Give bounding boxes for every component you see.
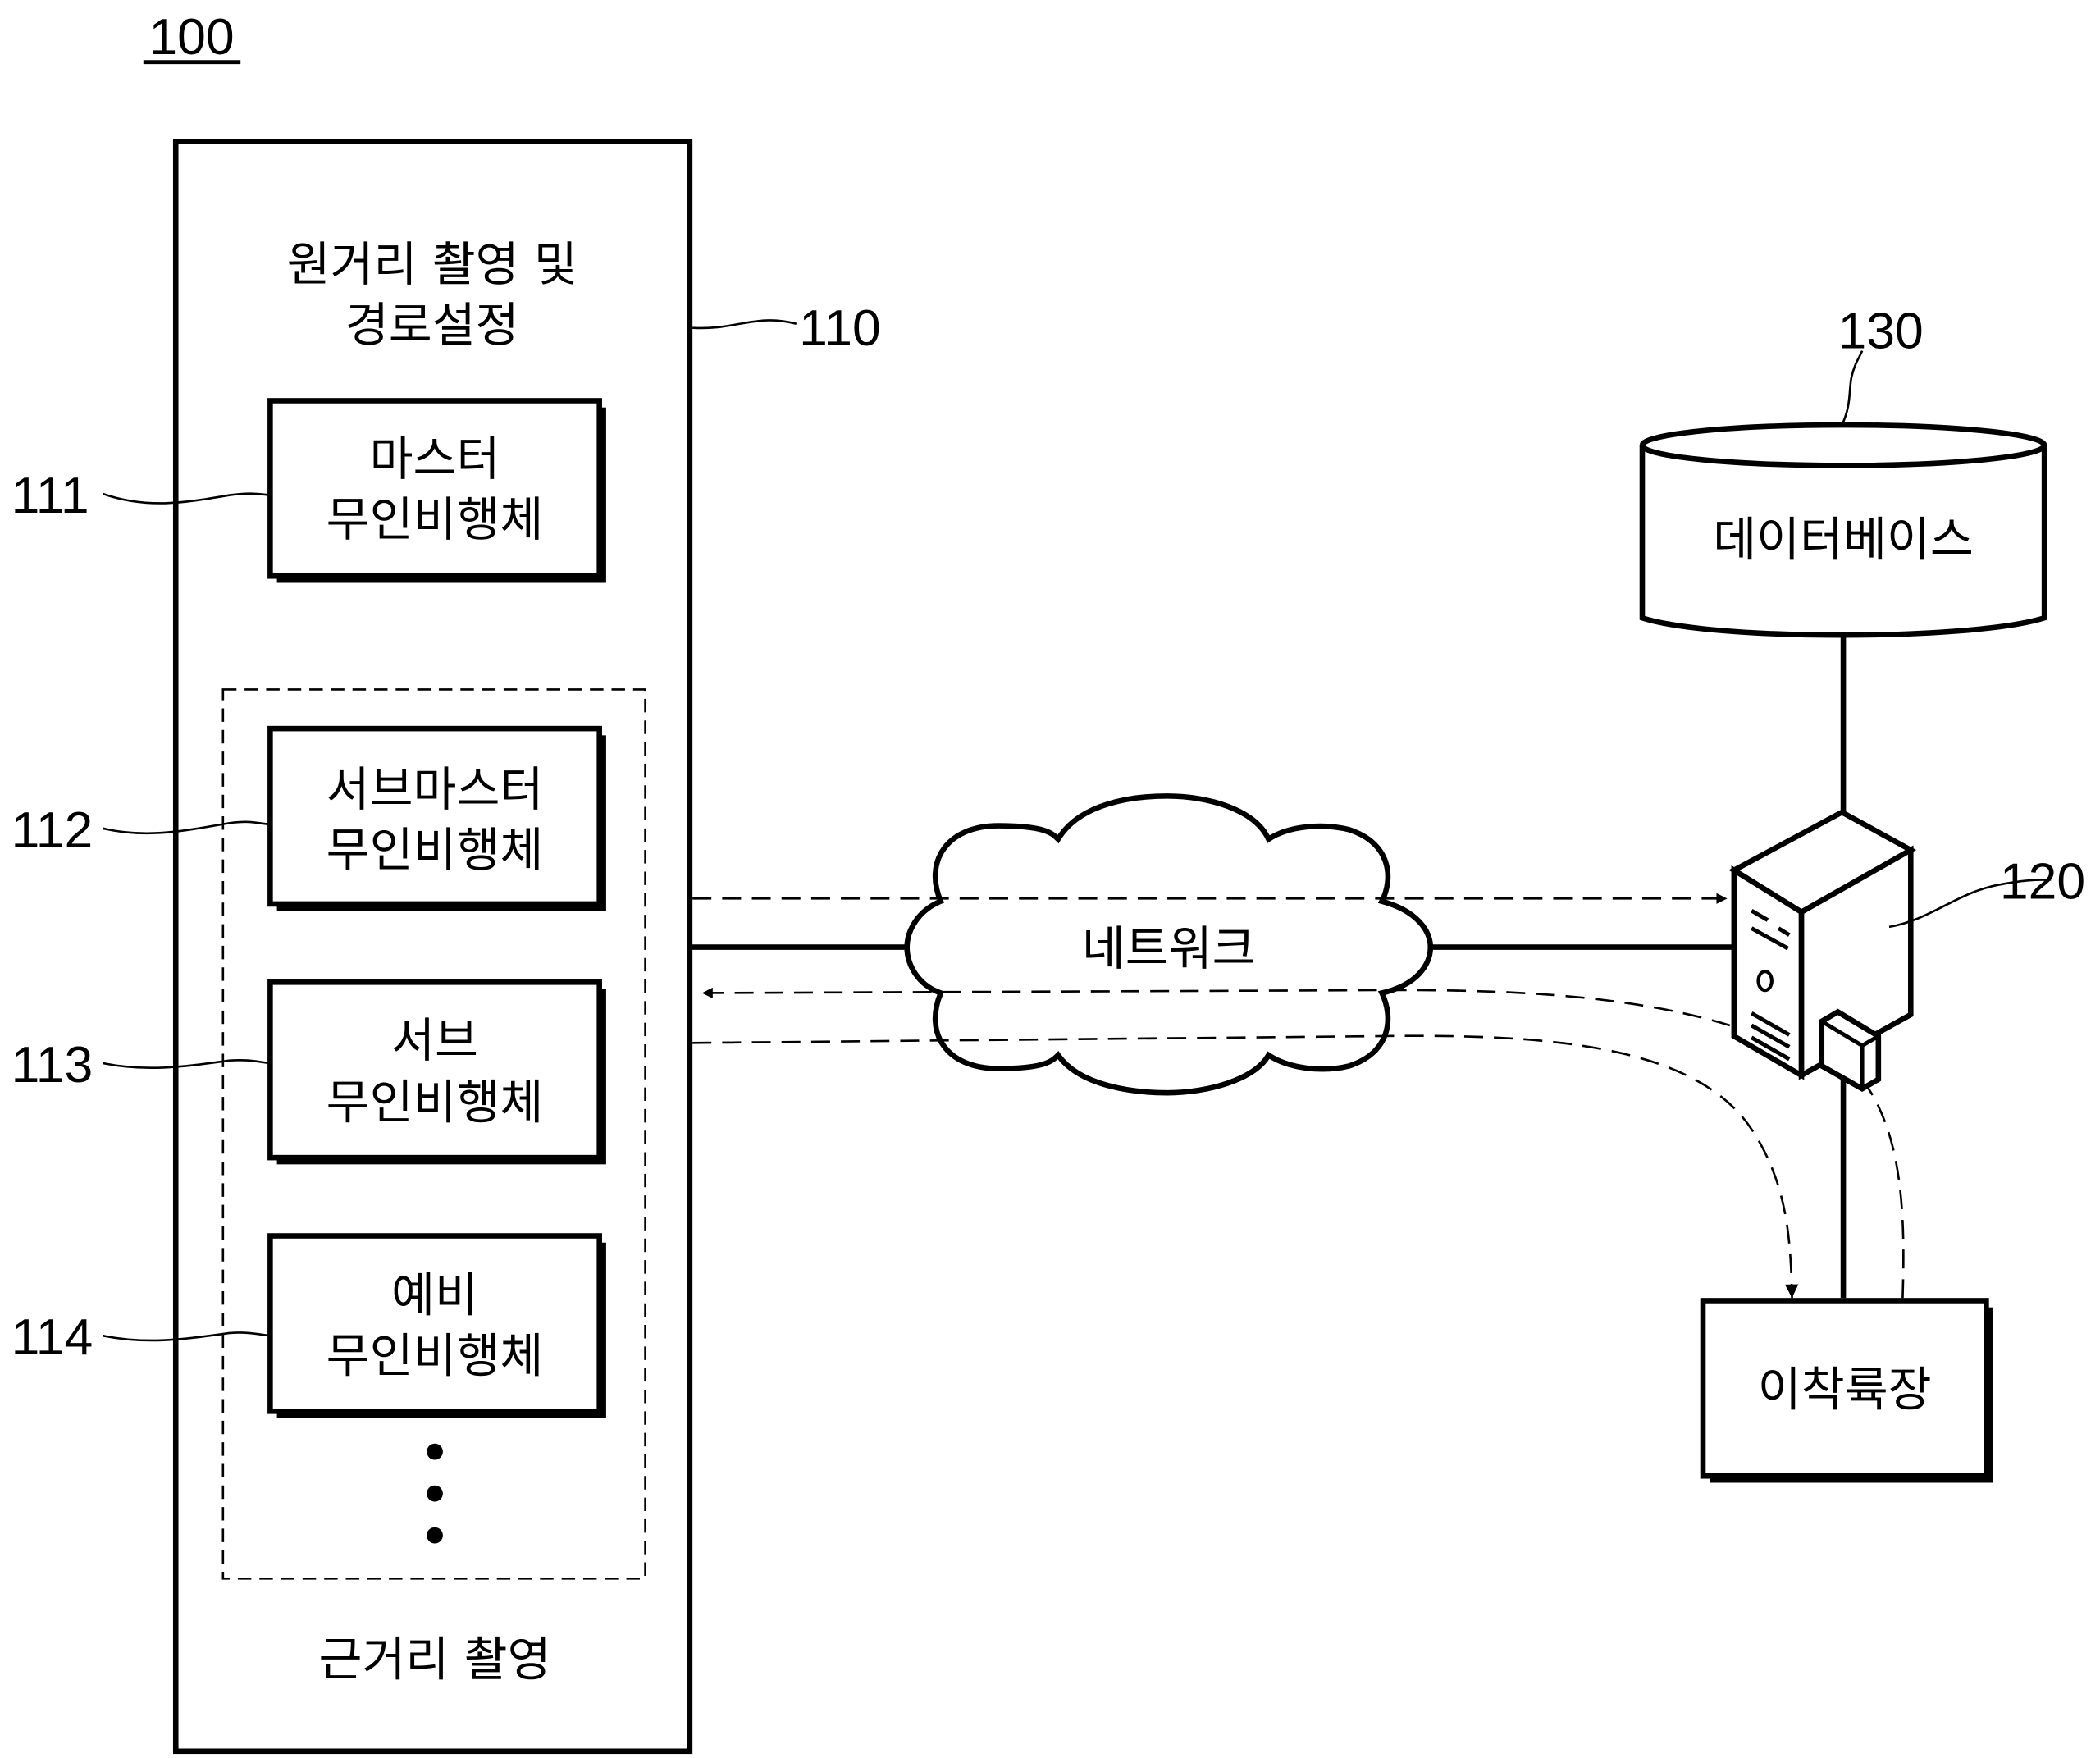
ellipsis-dot xyxy=(427,1527,443,1544)
ref-114: 114 xyxy=(11,1308,94,1366)
leader-110 xyxy=(692,319,797,330)
landing-zone-label: 이착륙장 xyxy=(1758,1363,1932,1418)
leader-112 xyxy=(103,820,271,835)
ref-112: 112 xyxy=(11,801,94,859)
database-body xyxy=(1639,445,2048,638)
server[interactable] xyxy=(1728,809,1917,1093)
ellipsis-dot xyxy=(427,1485,443,1502)
drone-master-line1: 마스터 xyxy=(370,432,500,486)
drone-submaster[interactable]: 서브마스터 무인비행체 xyxy=(267,725,606,911)
network-cloud[interactable]: 네트워크 xyxy=(904,793,1434,1096)
cloud-icon xyxy=(904,793,1434,1096)
database[interactable]: 데이터베이스 xyxy=(1639,422,2048,638)
drone-submaster-line1: 서브마스터 xyxy=(326,762,544,817)
leader-111 xyxy=(103,492,271,505)
leader-120 xyxy=(1888,879,2052,929)
ref-130: 130 xyxy=(1838,302,1923,359)
close-range-label: 근거리 촬영 xyxy=(319,1632,551,1687)
figure-number-text: 100 xyxy=(148,8,234,66)
leader-113 xyxy=(103,1058,271,1070)
database-icon xyxy=(1639,422,2048,468)
drone-spare-line2: 무인비행체 xyxy=(326,1329,544,1384)
drone-submaster-box[interactable] xyxy=(267,725,602,907)
ref-111: 111 xyxy=(11,467,89,524)
drone-spare-line1: 예비 xyxy=(391,1268,478,1323)
server-icon xyxy=(1728,809,1917,1093)
more-drones-indicator xyxy=(427,1443,443,1544)
drone-sub-box[interactable] xyxy=(267,979,602,1161)
system-block-title-line1: 원거리 촬영 및 xyxy=(287,237,578,292)
landing-zone-box[interactable] xyxy=(1700,1298,1989,1479)
flow-system-to-landing xyxy=(692,1034,1799,1299)
close-range-group xyxy=(221,688,646,1580)
drone-spare-box[interactable] xyxy=(267,1233,602,1414)
drone-master-box[interactable] xyxy=(267,398,602,579)
network-label: 네트워크 xyxy=(1082,921,1256,976)
drone-master[interactable]: 마스터 무인비행체 xyxy=(267,398,606,583)
flow-landing-to-server xyxy=(1861,1078,1905,1299)
flow-server-to-system xyxy=(701,987,1731,1027)
drone-sub[interactable]: 서브 무인비행체 xyxy=(267,979,606,1165)
drone-master-line2: 무인비행체 xyxy=(326,492,544,547)
system-block: 원거리 촬영 및 경로설정 110 마스터 무인비행체 111 서브마스터 무인… xyxy=(11,139,881,1755)
landing-zone[interactable]: 이착륙장 xyxy=(1700,1298,1993,1483)
system-block-border xyxy=(172,139,693,1755)
leader-130 xyxy=(1841,350,1864,426)
drone-submaster-line2: 무인비행체 xyxy=(326,823,544,878)
ref-110: 110 xyxy=(799,299,881,357)
figure-number: 100 xyxy=(143,8,241,66)
system-block-title-line2: 경로설정 xyxy=(345,298,519,353)
drone-spare[interactable]: 예비 무인비행체 xyxy=(267,1233,606,1418)
ellipsis-dot xyxy=(427,1443,443,1460)
ref-120: 120 xyxy=(2000,852,2085,910)
ref-113: 113 xyxy=(11,1036,94,1094)
drone-sub-line1: 서브 xyxy=(391,1013,478,1068)
database-label: 데이터베이스 xyxy=(1713,513,1974,568)
leader-114 xyxy=(103,1331,271,1342)
drone-sub-line2: 무인비행체 xyxy=(326,1075,544,1130)
